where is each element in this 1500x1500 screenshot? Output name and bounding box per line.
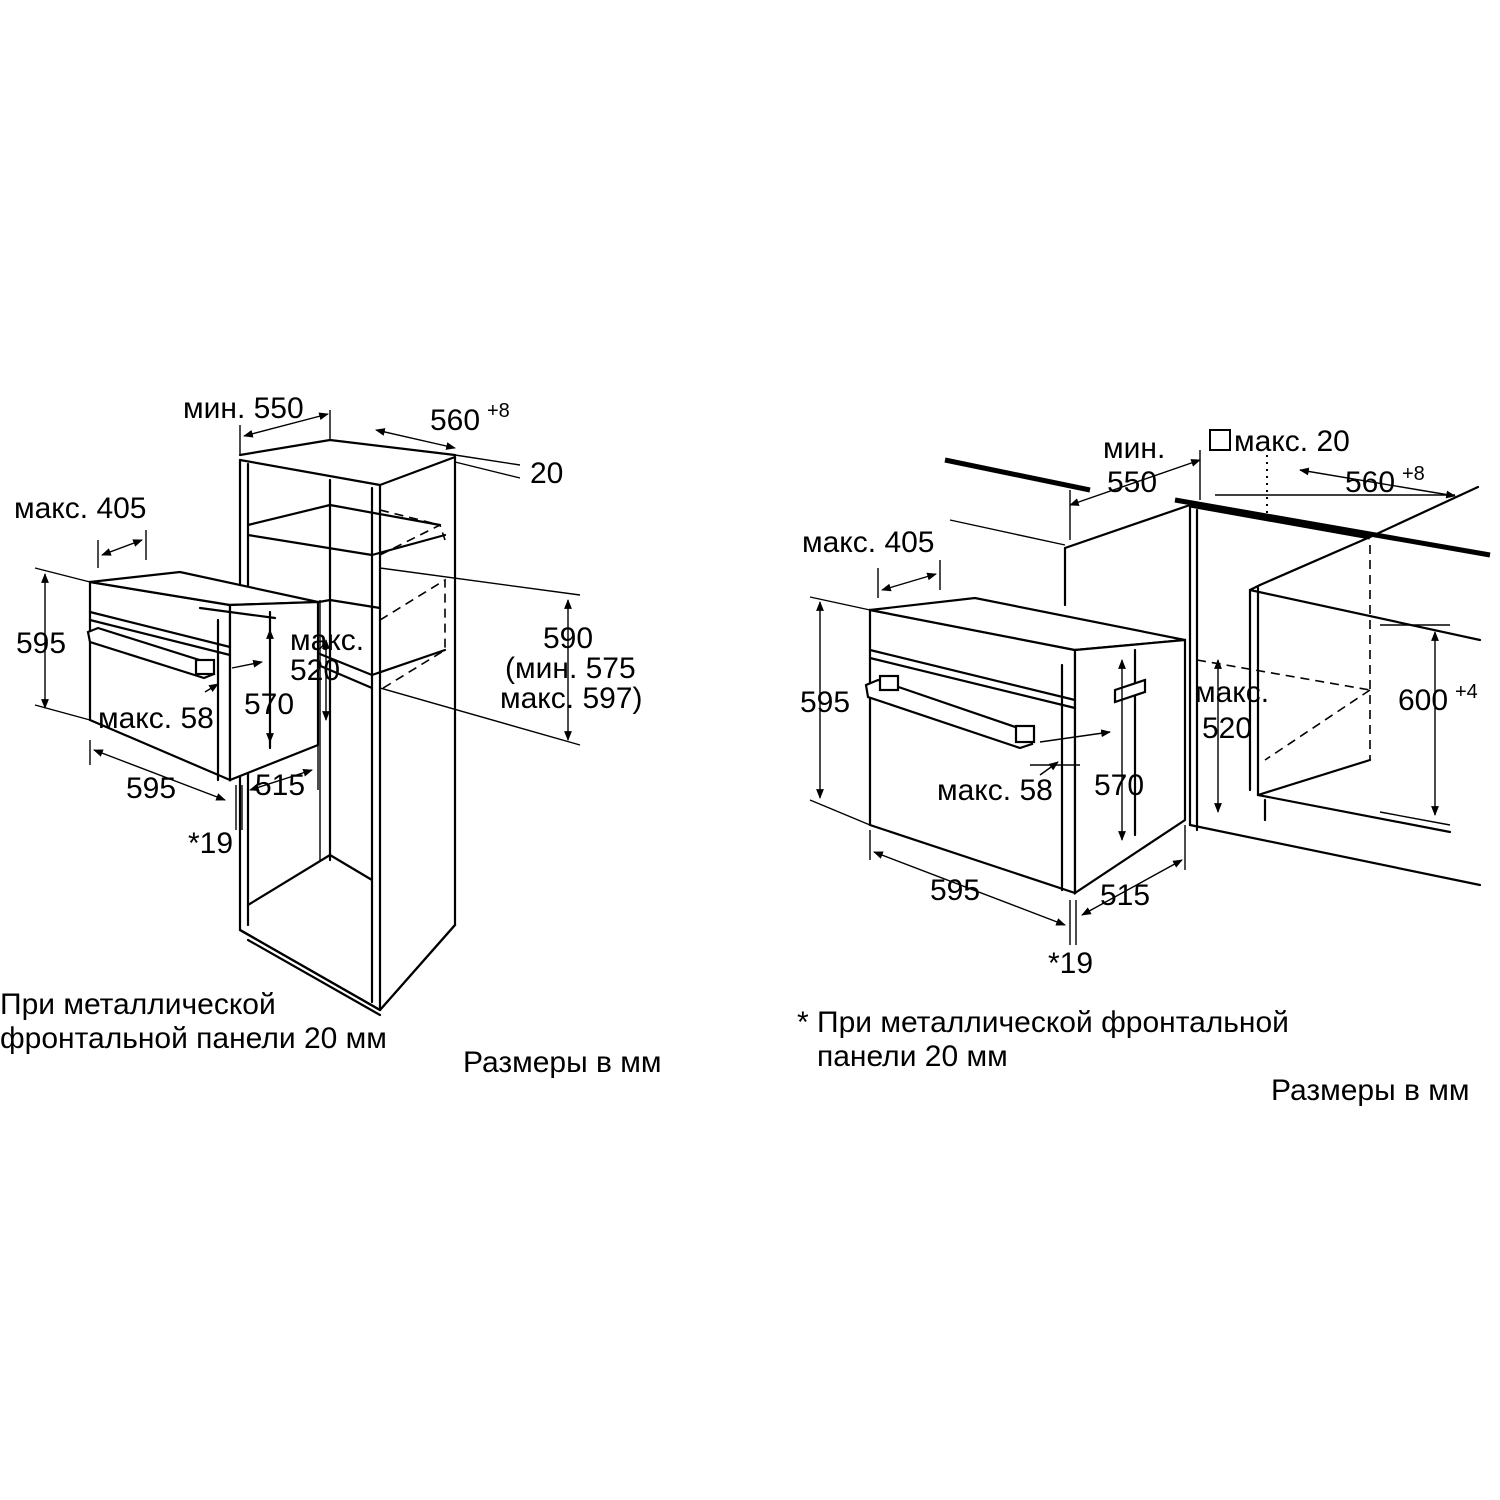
left-max-58: макс. 58 bbox=[98, 702, 214, 735]
right-600: 600 bbox=[1398, 684, 1448, 717]
built-in-oven-right bbox=[864, 596, 1187, 896]
left-570: 570 bbox=[244, 688, 294, 721]
left-590-min: (мин. 575 bbox=[505, 652, 636, 685]
left-560-tol: +8 bbox=[487, 400, 510, 422]
left-dimension-lines bbox=[34, 410, 581, 830]
right-dimension-lines bbox=[809, 450, 1456, 945]
left-560: 560 bbox=[430, 404, 480, 437]
right-515: 515 bbox=[1100, 879, 1150, 912]
right-560: 560 bbox=[1345, 466, 1395, 499]
left-note-line1: При металлической bbox=[0, 988, 276, 1021]
countertop bbox=[944, 457, 1491, 587]
left-units: Размеры в мм bbox=[463, 1046, 662, 1079]
left-max-520-label: макс. bbox=[290, 624, 364, 657]
left-20: 20 bbox=[530, 457, 563, 490]
left-595-height: 595 bbox=[16, 627, 66, 660]
right-600-tol: +4 bbox=[1455, 681, 1478, 703]
right-note-line1: * При металлической фронтальной bbox=[797, 1006, 1289, 1039]
right-max-520-label: макс. bbox=[1195, 676, 1269, 709]
right-19: *19 bbox=[1048, 947, 1093, 980]
left-tall-cabinet-drawing: мин. 550 560 +8 20 макс. 405 595 макс. 5… bbox=[0, 392, 662, 1079]
right-595-height: 595 bbox=[800, 686, 850, 719]
right-max-58: макс. 58 bbox=[937, 774, 1053, 807]
left-19: *19 bbox=[188, 827, 233, 860]
right-min-550-value: 550 bbox=[1107, 466, 1157, 499]
right-min-550-label: мин. bbox=[1103, 432, 1165, 465]
square-symbol-icon bbox=[1209, 429, 1231, 451]
right-595-width: 595 bbox=[930, 874, 980, 907]
left-515: 515 bbox=[255, 769, 305, 802]
right-max-405: макс. 405 bbox=[802, 526, 935, 559]
base-cabinet-niche bbox=[1063, 455, 1482, 887]
built-in-oven-left bbox=[86, 570, 320, 782]
right-units: Размеры в мм bbox=[1271, 1074, 1470, 1107]
left-590: 590 bbox=[543, 622, 593, 655]
right-undercounter-drawing: мин. 550 макс. 20 560 +8 макс. 405 595 м… bbox=[797, 425, 1491, 1107]
left-595-width: 595 bbox=[126, 772, 176, 805]
left-max-520-value: 520 bbox=[290, 654, 340, 687]
left-note-line2: фронтальной панели 20 мм bbox=[0, 1022, 387, 1055]
right-note-line2: панели 20 мм bbox=[817, 1040, 1008, 1073]
right-570: 570 bbox=[1094, 769, 1144, 802]
left-590-max: макс. 597) bbox=[500, 682, 643, 715]
right-560-tol: +8 bbox=[1402, 463, 1425, 485]
left-max-405: макс. 405 bbox=[14, 492, 147, 525]
right-max-520-value: 520 bbox=[1202, 712, 1252, 745]
right-max-20: макс. 20 bbox=[1234, 425, 1350, 458]
left-min-550: мин. 550 bbox=[183, 392, 304, 425]
